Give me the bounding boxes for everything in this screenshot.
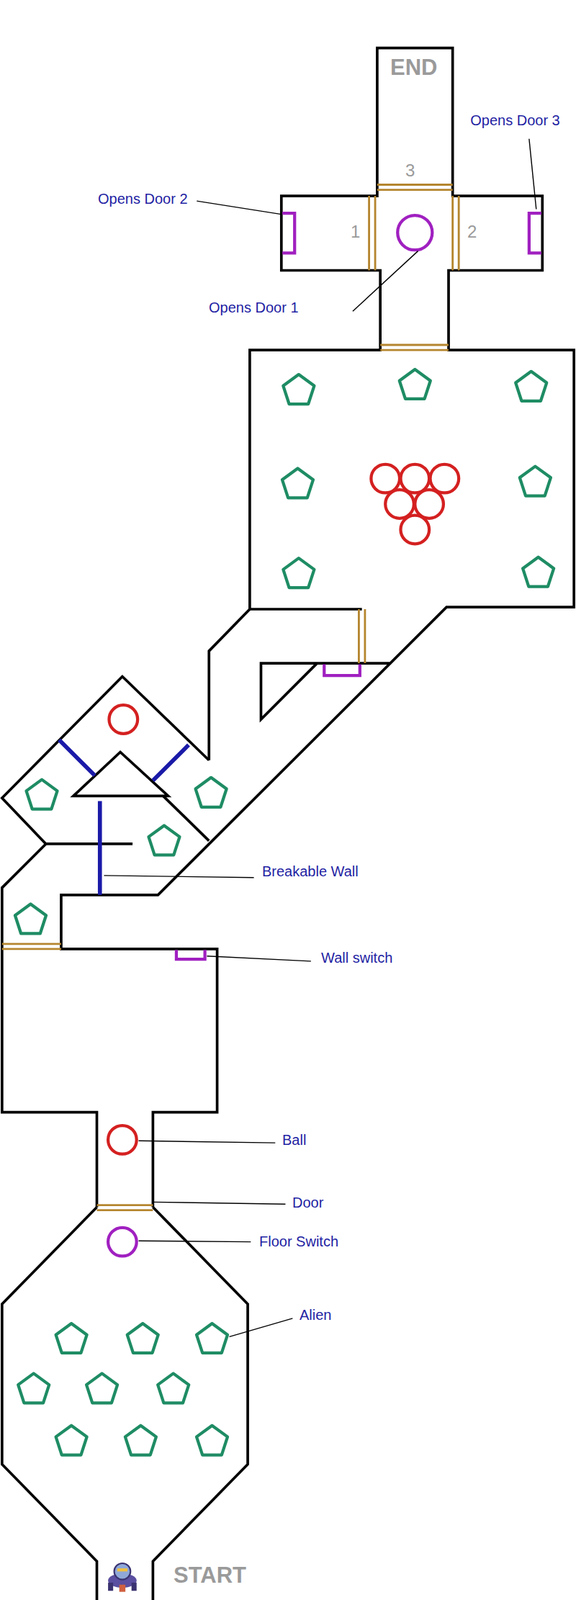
ball <box>385 489 414 519</box>
breakable-wall <box>97 800 103 895</box>
leader-line <box>529 138 537 210</box>
map-label: Wall switch <box>321 949 393 967</box>
wall-switch <box>176 949 206 960</box>
map-label: 3 <box>405 160 415 181</box>
robot-icon <box>108 1563 137 1592</box>
wall <box>61 195 574 1207</box>
leader-line <box>138 1240 252 1242</box>
alien <box>18 1373 49 1403</box>
door <box>380 344 449 350</box>
wall <box>46 842 133 846</box>
alien <box>26 779 58 810</box>
map-label: Alien <box>299 1306 332 1324</box>
wall <box>73 751 169 796</box>
leader-line <box>206 956 311 962</box>
alien <box>282 558 314 588</box>
map-label: 2 <box>467 221 477 242</box>
map-label: START <box>173 1562 247 1589</box>
map-label: Opens Door 2 <box>97 190 188 208</box>
ball <box>109 704 139 734</box>
leader-line <box>352 251 419 312</box>
alien <box>399 369 431 399</box>
map-label: Door <box>292 1194 324 1212</box>
wall-switch <box>324 664 360 677</box>
map-label: Breakable Wall <box>262 863 359 880</box>
leader-line <box>152 1201 286 1204</box>
wall <box>2 676 209 1208</box>
breakable-wall <box>152 744 189 781</box>
alien <box>56 1323 88 1353</box>
wall <box>208 195 381 761</box>
wall <box>249 607 363 611</box>
alien <box>157 1373 189 1403</box>
alien <box>522 557 554 587</box>
door <box>377 184 453 190</box>
breakable-wall <box>59 739 96 776</box>
alien <box>15 904 47 934</box>
floor-switch <box>108 1227 137 1257</box>
alien <box>196 1425 228 1456</box>
alien <box>195 777 227 808</box>
leader-line <box>138 1140 276 1143</box>
map-label: Opens Door 1 <box>208 299 299 317</box>
alien <box>125 1425 157 1456</box>
wall <box>152 1206 248 1600</box>
ball <box>414 489 444 519</box>
alien <box>86 1373 118 1403</box>
door <box>2 943 62 949</box>
leader-line <box>229 1318 294 1338</box>
wall <box>163 795 210 841</box>
map-label: Opens Door 3 <box>466 112 564 129</box>
alien <box>282 374 314 404</box>
ball <box>400 515 430 545</box>
ball <box>370 464 400 494</box>
alien <box>196 1323 228 1353</box>
alien <box>148 825 180 855</box>
leader-line <box>103 875 254 878</box>
wall <box>372 48 456 196</box>
door <box>369 195 376 270</box>
alien <box>515 371 547 402</box>
door <box>97 1205 154 1211</box>
ball <box>400 464 430 494</box>
map-label: Floor Switch <box>259 1233 339 1250</box>
floor-switch <box>397 215 432 250</box>
leader-line <box>196 200 282 214</box>
map-label: Ball <box>282 1131 306 1149</box>
wall <box>2 1206 98 1600</box>
wall-switch <box>529 213 542 253</box>
alien <box>127 1323 159 1353</box>
ball <box>108 1125 137 1155</box>
alien <box>282 468 314 498</box>
alien <box>56 1425 88 1456</box>
door <box>452 195 459 270</box>
map-label: 1 <box>350 221 360 242</box>
ball <box>430 464 460 494</box>
door <box>358 609 365 664</box>
map-label: END <box>390 54 438 81</box>
wall <box>260 663 389 720</box>
wall-switch <box>282 213 295 253</box>
alien <box>519 466 551 497</box>
